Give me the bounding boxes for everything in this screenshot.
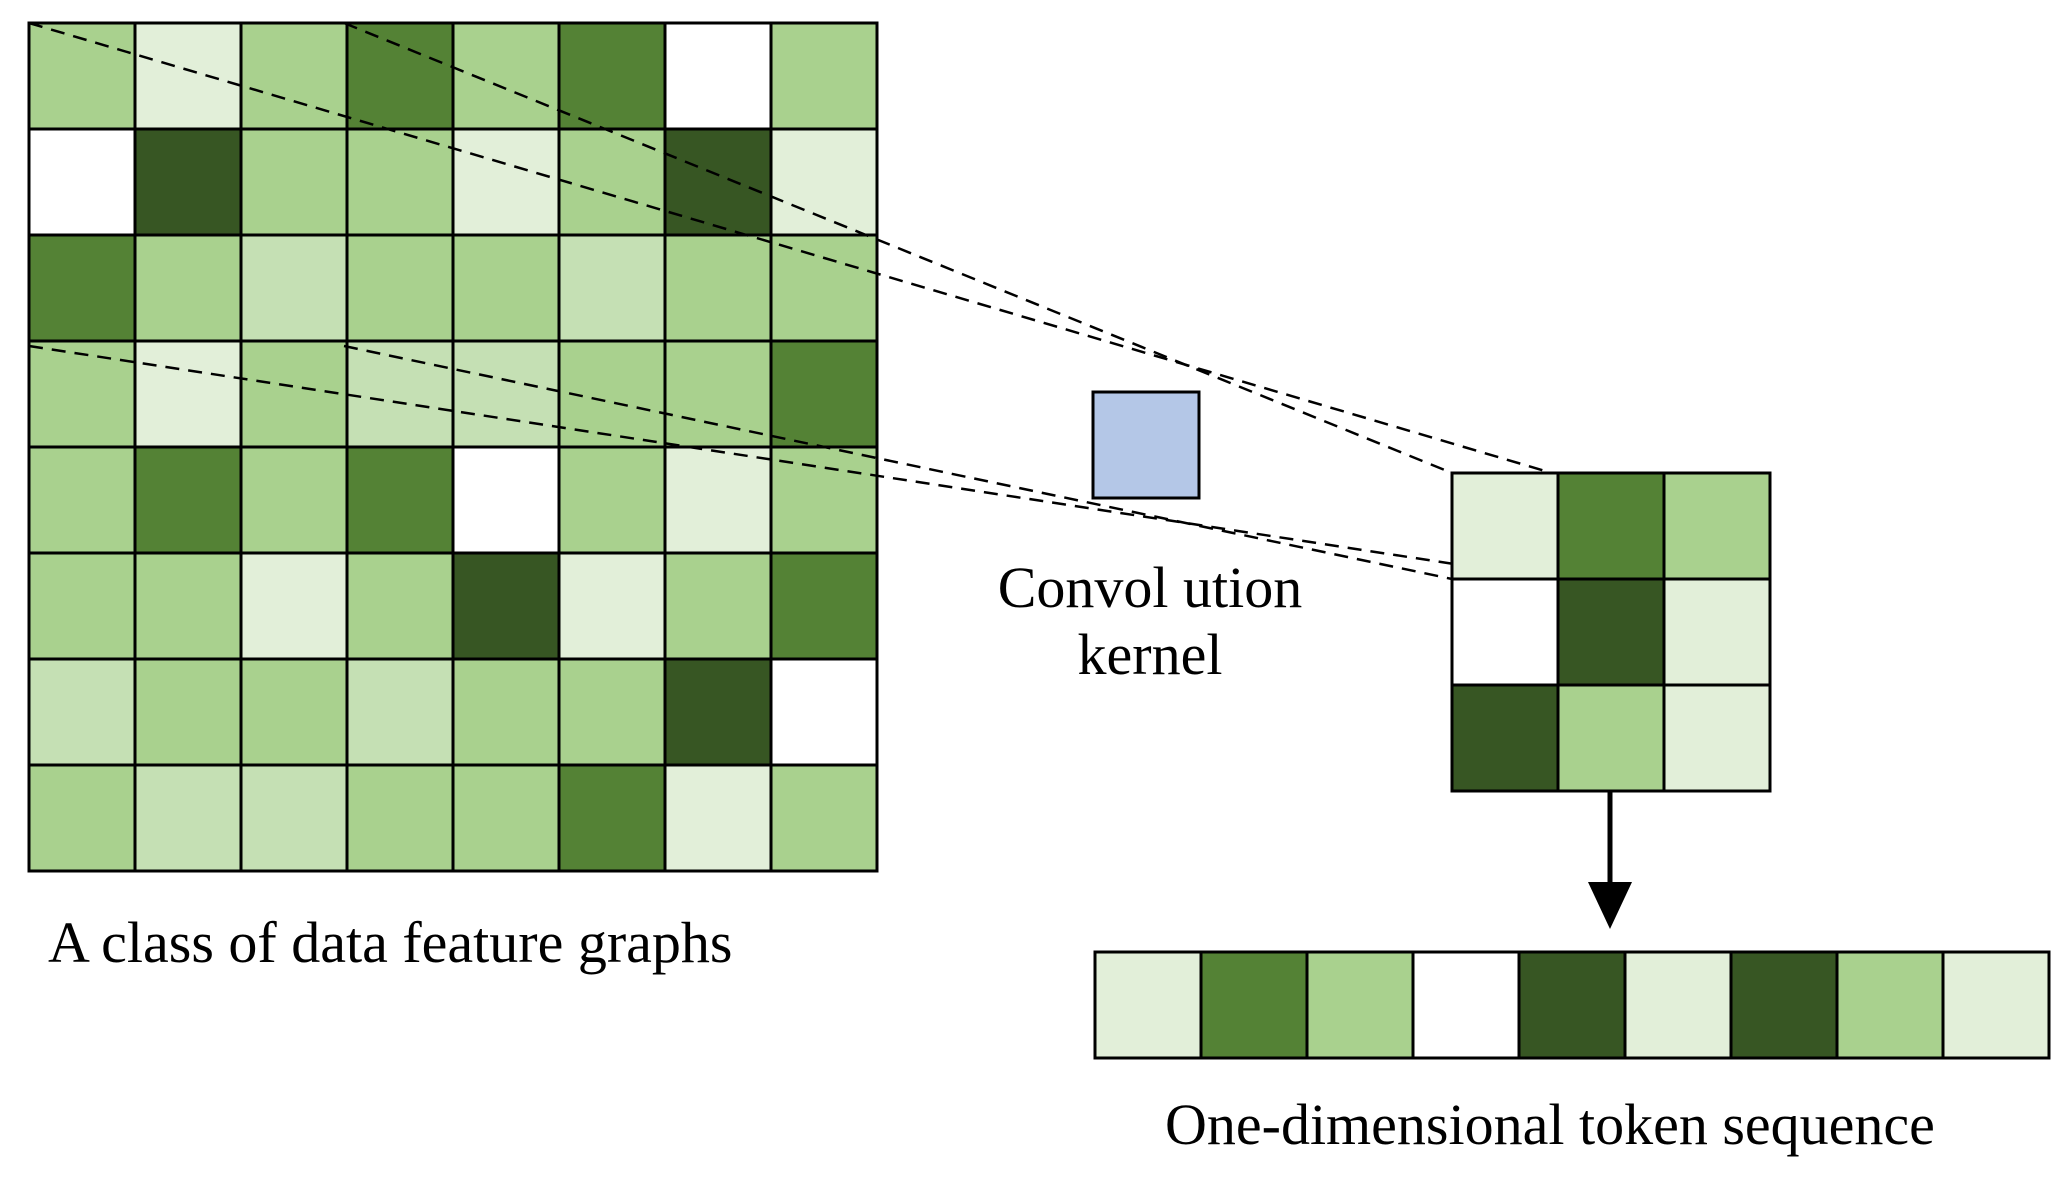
feature-cell (27, 233, 137, 343)
token-cell (1835, 950, 1945, 1060)
feature-cell (769, 551, 879, 661)
kernel-output-cell (1556, 683, 1666, 793)
feature-cell (769, 339, 879, 449)
kernel-output-cell (1450, 577, 1560, 687)
token-cell (1411, 950, 1521, 1060)
feature-cell (557, 127, 667, 237)
feature-cell (27, 127, 137, 237)
feature-cell (345, 551, 455, 661)
feature-cell (557, 445, 667, 555)
feature-cell (451, 21, 561, 131)
token-cell (1305, 950, 1415, 1060)
feature-cell (557, 21, 667, 131)
feature-cell (133, 233, 243, 343)
feature-cell (451, 233, 561, 343)
kernel-caption-line-2: kernel (1077, 621, 1223, 687)
feature-graph-caption: A class of data feature graphs (48, 910, 733, 975)
feature-cell (133, 445, 243, 555)
token-sequence-strip (1093, 950, 2051, 1060)
feature-cell (451, 657, 561, 767)
feature-cell (345, 127, 455, 237)
feature-cell (239, 127, 349, 237)
kernel-output-cell (1662, 577, 1772, 687)
down-arrow (1588, 791, 1632, 929)
feature-cell (239, 657, 349, 767)
kernel-output-cell (1662, 471, 1772, 581)
feature-cell (451, 763, 561, 873)
kernel-output-cell (1556, 577, 1666, 687)
feature-cell (345, 233, 455, 343)
kernel-output-cell (1556, 471, 1666, 581)
feature-cell (663, 339, 773, 449)
feature-cell (27, 763, 137, 873)
token-cell (1941, 950, 2051, 1060)
feature-cell (451, 445, 561, 555)
token-cell (1093, 950, 1203, 1060)
feature-cell (133, 551, 243, 661)
feature-cell (239, 233, 349, 343)
projection-line (28, 344, 1553, 581)
token-cell (1729, 950, 1839, 1060)
projection-line (343, 344, 1453, 581)
feature-cell (239, 339, 349, 449)
feature-cell (663, 551, 773, 661)
projection-lines (28, 21, 1553, 581)
feature-cell (663, 233, 773, 343)
kernel-output-cell (1450, 471, 1560, 581)
feature-cell (769, 763, 879, 873)
arrow-head (1588, 882, 1632, 929)
feature-cell (345, 445, 455, 555)
feature-cell (663, 763, 773, 873)
kernel-output-cell (1450, 683, 1560, 793)
projection-line (343, 21, 1453, 475)
feature-cell (27, 445, 137, 555)
convolution-kernel-caption: Convol ution kernel (960, 555, 1340, 688)
feature-cell (133, 339, 243, 449)
feature-cell (133, 657, 243, 767)
feature-cell (345, 21, 455, 131)
kernel-output-grid (1450, 471, 1772, 793)
convolution-kernel-square (1091, 390, 1201, 500)
feature-cell (557, 551, 667, 661)
feature-cell (239, 445, 349, 555)
feature-cell (239, 21, 349, 131)
feature-cell (663, 657, 773, 767)
feature-cell (557, 763, 667, 873)
feature-cell (663, 127, 773, 237)
feature-cell (663, 445, 773, 555)
feature-cell (27, 657, 137, 767)
token-cell (1199, 950, 1309, 1060)
feature-cell (133, 127, 243, 237)
token-sequence-caption: One-dimensional token sequence (1165, 1092, 1935, 1157)
feature-cell (27, 551, 137, 661)
feature-cell (345, 657, 455, 767)
feature-cell (239, 763, 349, 873)
feature-cell (451, 339, 561, 449)
feature-cell (769, 233, 879, 343)
token-cell (1623, 950, 1733, 1060)
feature-cell (345, 763, 455, 873)
feature-cell (133, 21, 243, 131)
kernel-caption-line-1: Convol ution (997, 555, 1303, 620)
projection-line (28, 21, 1553, 475)
feature-cell (451, 551, 561, 661)
feature-graph-grid (27, 21, 879, 873)
kernel-output-cell (1662, 683, 1772, 793)
feature-cell (769, 657, 879, 767)
feature-cell (557, 233, 667, 343)
feature-cell (663, 21, 773, 131)
feature-cell (557, 657, 667, 767)
feature-cell (27, 339, 137, 449)
feature-cell (133, 763, 243, 873)
token-cell (1517, 950, 1627, 1060)
feature-cell (239, 551, 349, 661)
feature-cell (27, 21, 137, 131)
feature-cell (451, 127, 561, 237)
feature-cell (769, 21, 879, 131)
